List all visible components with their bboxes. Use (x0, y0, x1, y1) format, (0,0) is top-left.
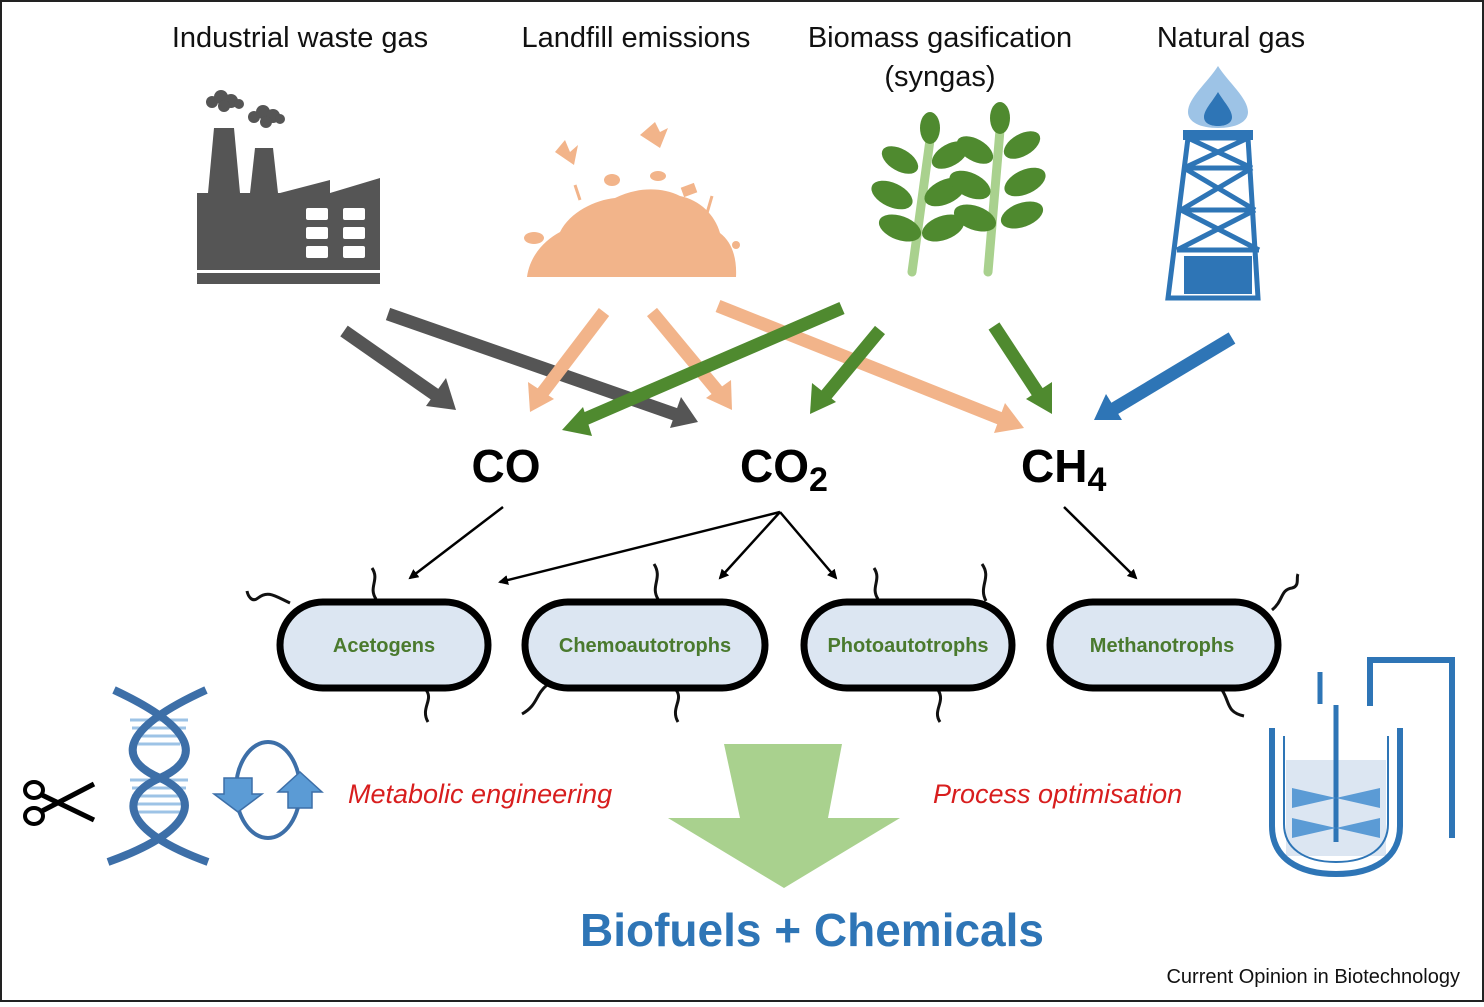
arrow-co2-to-photoautotrophs (779, 511, 838, 580)
arrow-biomass-to-co (575, 302, 845, 428)
microbe-methanotrophs (1046, 573, 1300, 718)
arrow-biomass-to-co2 (816, 325, 886, 405)
gas-co: CO (472, 440, 541, 492)
microbe-photoautotrophs (800, 563, 1016, 723)
gas-ch4: CH4 (1021, 440, 1106, 499)
arrow-landfill-to-co (534, 308, 610, 400)
arrowhead-landfill-to-co (528, 382, 554, 412)
source-arrows (340, 299, 1236, 436)
microbe-label-acetogens: Acetogens (333, 635, 435, 657)
product-arrow (668, 744, 900, 888)
microbe-chemoautotrophs (521, 563, 769, 723)
arrowhead-industrial-to-co2 (670, 397, 698, 428)
factory-icon (197, 90, 380, 284)
source-label-industrial: Industrial waste gas (172, 22, 428, 54)
arrowhead-biomass-to-ch4 (1026, 382, 1052, 414)
gas-to-microbe-arrows (408, 506, 1138, 585)
arrow-co2-to-chemoautotrophs (718, 511, 781, 580)
process-label-metabolic-engineering: Metabolic engineering (348, 779, 612, 809)
source-label-natural-gas: Natural gas (1157, 22, 1305, 54)
microbe-label-methanotrophs: Methanotrophs (1090, 635, 1234, 657)
plants-icon (871, 102, 1046, 277)
process-label-process-optimisation: Process optimisation (933, 779, 1182, 809)
arrow-ch4-to-methanotrophs (1063, 506, 1138, 580)
scissors-icon (23, 780, 96, 826)
microbe-acetogens (245, 567, 492, 723)
arrow-landfill-to-co2 (646, 307, 726, 399)
arrow-co2-to-acetogens (498, 510, 781, 585)
source-label-biomass-sub: (syngas) (884, 61, 995, 93)
landfill-icon (524, 122, 740, 277)
arrow-co-to-acetogens (408, 506, 504, 580)
arrowhead-industrial-to-co (426, 378, 456, 410)
gas-co2: CO2 (740, 440, 828, 499)
microbe-label-chemoautotrophs: Chemoautotrophs (559, 635, 731, 657)
arrowhead-natural-gas-to-ch4 (1094, 394, 1122, 420)
cycle-arrows-icon (211, 740, 324, 840)
bioreactor-icon (1269, 657, 1455, 878)
arrow-natural-gas-to-ch4 (1108, 332, 1236, 416)
arrowhead-biomass-to-co (562, 407, 592, 436)
arrowhead-biomass-to-co2 (810, 383, 836, 414)
source-label-biomass: Biomass gasification (808, 22, 1072, 54)
microbe-label-photoautotrophs: Photoautotrophs (827, 635, 988, 657)
arrowhead-landfill-to-co2 (706, 380, 732, 410)
source-label-landfill: Landfill emissions (522, 22, 751, 54)
dna-icon (106, 686, 210, 866)
gas-rig-icon (1165, 66, 1261, 301)
figure-credit: Current Opinion in Biotechnology (1166, 966, 1460, 988)
arrow-industrial-to-co (340, 325, 444, 404)
arrow-biomass-to-ch4 (988, 322, 1046, 400)
arrowhead-landfill-to-ch4 (994, 403, 1024, 433)
product-label: Biofuels + Chemicals (580, 904, 1044, 956)
